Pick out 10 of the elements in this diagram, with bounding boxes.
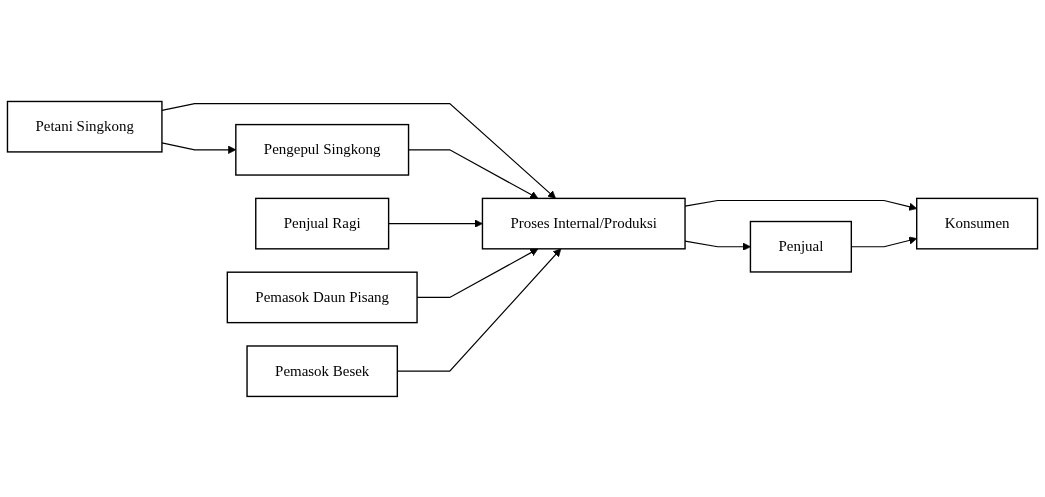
- node-box: Penjual: [749, 220, 853, 273]
- node-box: Penjual Ragi: [255, 197, 390, 250]
- arrow: [161, 102, 556, 199]
- node-box: Pemasok Daun Pisang: [226, 271, 418, 323]
- node-box: Petani Singkong: [6, 100, 163, 153]
- arrow: [388, 219, 483, 228]
- node-box: Pemasok Besek: [246, 344, 399, 397]
- node-box: Proses Internal/Produksi: [481, 197, 686, 250]
- node-box: Pengepul Singkong: [235, 123, 410, 176]
- node-box: Konsumen: [916, 197, 1039, 250]
